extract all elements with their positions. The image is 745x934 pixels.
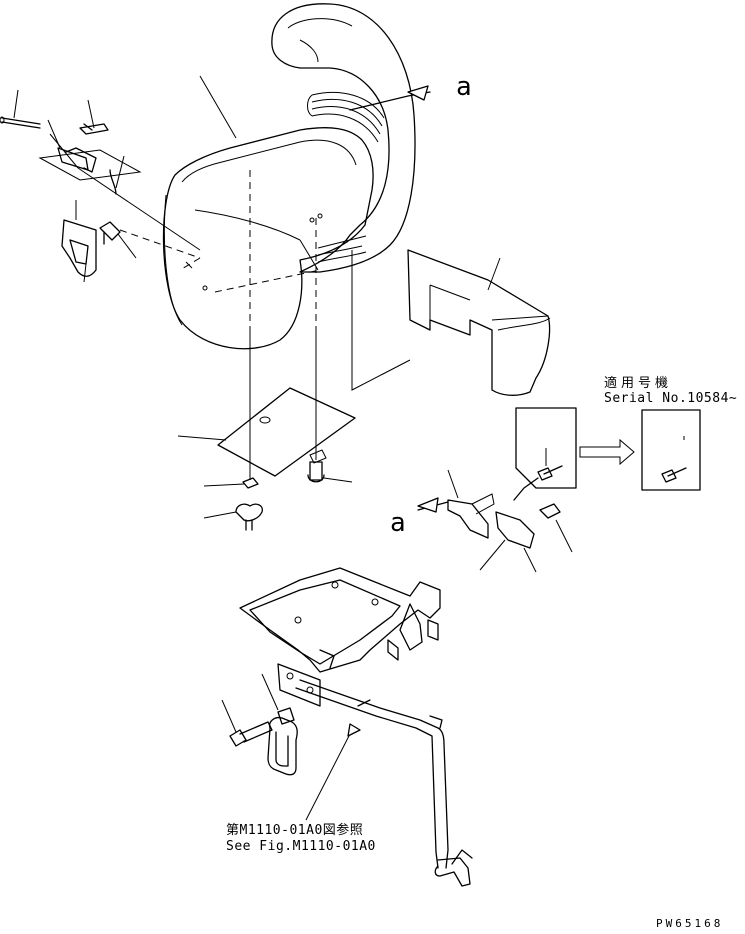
rivet [307,461,325,483]
hand-grip [267,663,321,776]
seat-assembly [119,3,416,350]
leader-lines [13,75,573,821]
reference-note-jp: 第M1110-01A0図参照 [226,823,364,838]
view-a-label-top: a [456,72,472,102]
serial-detail [515,407,701,491]
backrest [271,3,416,273]
seat-cover-panel [407,249,551,396]
hinge-bracket [0,116,201,251]
mounting-bracket [447,477,561,571]
serial-note-jp: 適用号機 [604,376,673,391]
drawing-code: PW65168 [656,917,724,930]
reference-note-en: See Fig.M1110-01A0 [226,839,376,854]
latch [61,200,121,277]
seat-cushion [162,127,374,350]
wing-bolt [235,477,263,531]
serial-note-en: Serial No.10584~ [604,391,738,406]
seat-base-plate [217,330,356,480]
bolt [229,721,273,747]
view-arrows [349,85,449,513]
view-a-label-middle: a [390,508,406,538]
seat-frame [239,567,473,887]
